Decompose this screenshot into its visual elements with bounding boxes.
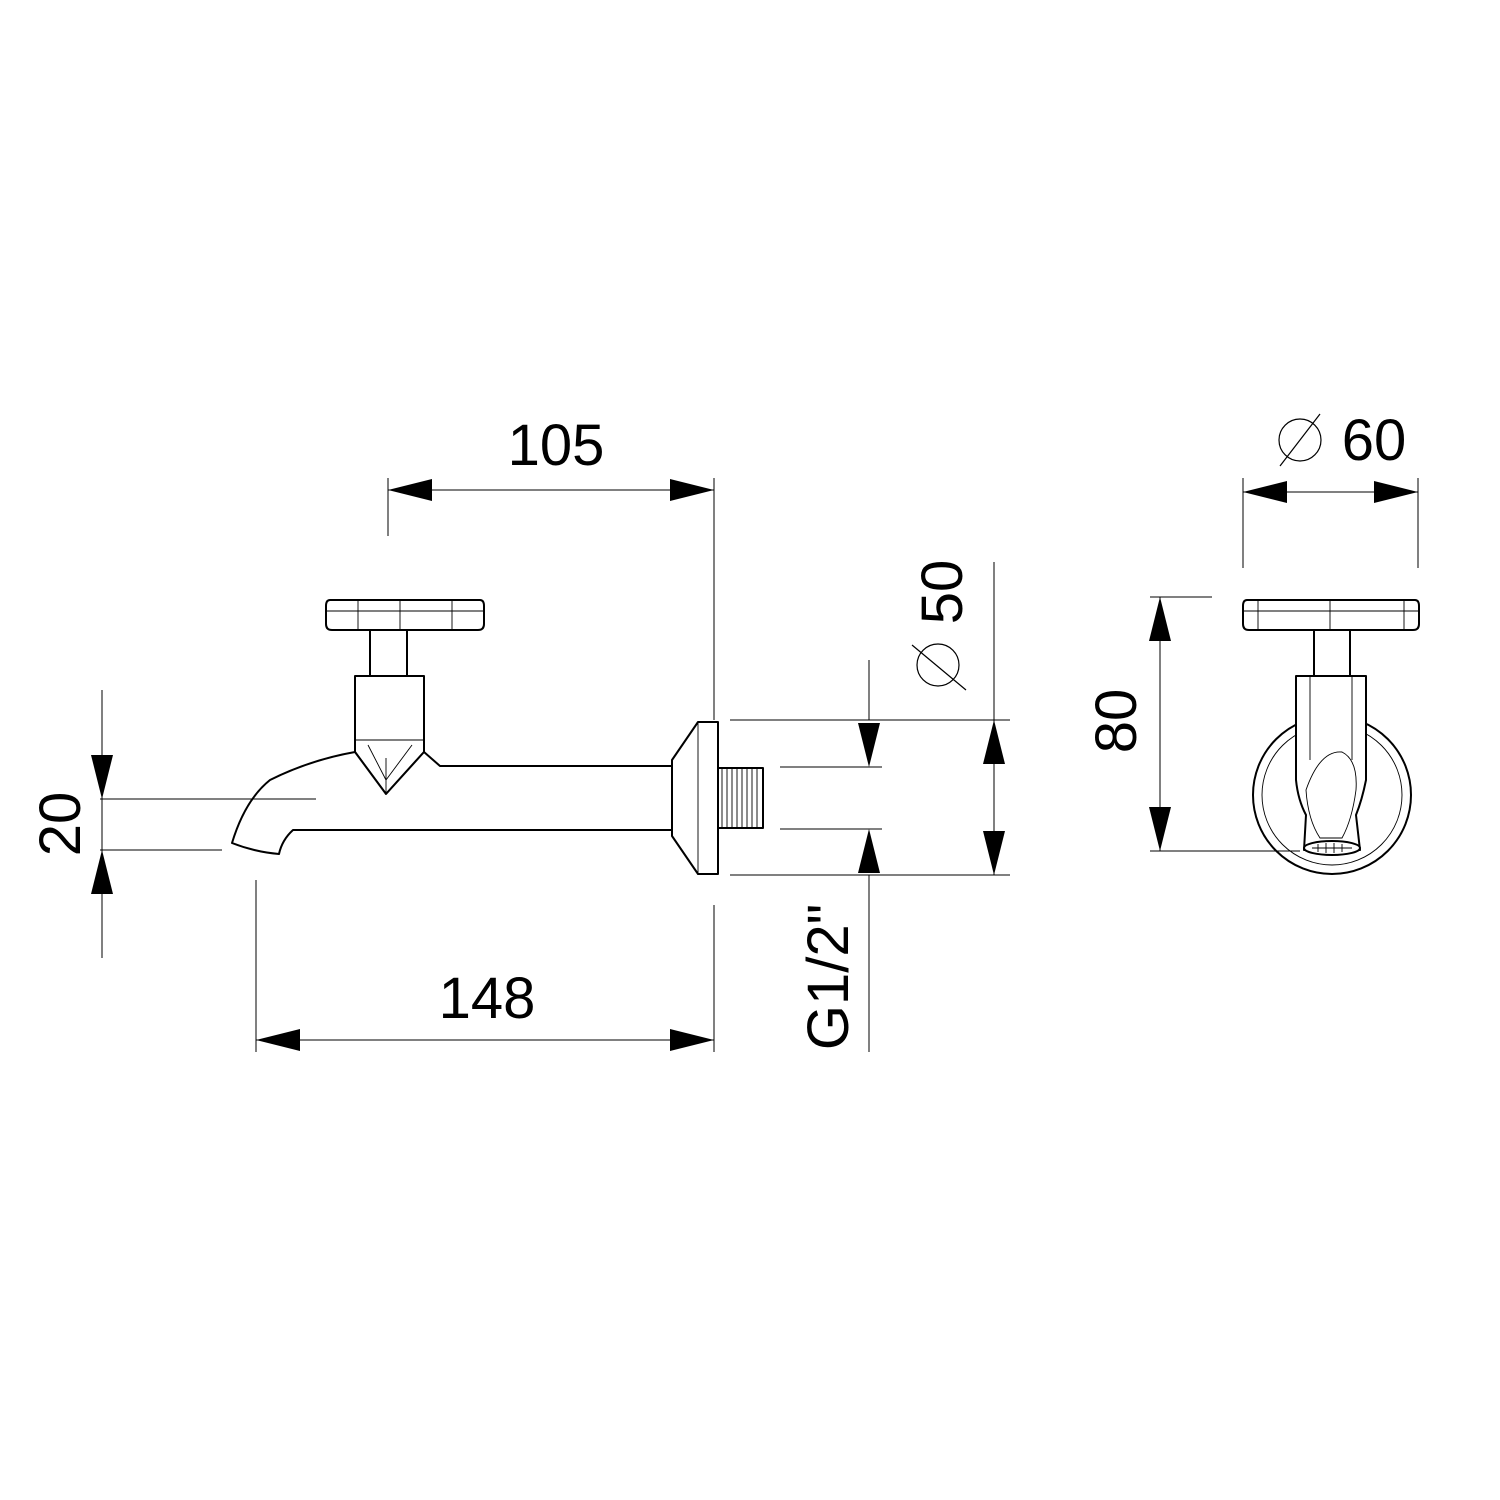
- label-g12: G1/2": [796, 904, 861, 1050]
- label-50: 50: [910, 560, 975, 625]
- label-80: 80: [1084, 689, 1149, 754]
- dimension-diameter-60: 60: [1243, 408, 1418, 503]
- diameter-symbol-60: [1278, 413, 1322, 467]
- label-20: 20: [28, 792, 93, 857]
- side-thread: [717, 767, 764, 829]
- dimension-diameter-50: 50: [910, 560, 1005, 875]
- front-valve-body: [1295, 675, 1367, 851]
- side-spout-pipe: [231, 751, 673, 855]
- label-148: 148: [439, 966, 536, 1031]
- label-60: 60: [1342, 408, 1407, 473]
- side-extension-lines: [100, 478, 1010, 1052]
- dimension-thread-g12: G1/2": [796, 723, 880, 1050]
- front-view: 60 80: [1084, 408, 1420, 875]
- side-wall-flange: [671, 721, 719, 875]
- side-stem: [369, 629, 408, 677]
- front-stem: [1313, 629, 1351, 677]
- side-view: 105 148 20 50: [28, 413, 1010, 1052]
- front-handle: [1242, 599, 1420, 631]
- side-handle: [325, 599, 485, 631]
- dimension-148: 148: [256, 966, 714, 1051]
- label-105: 105: [508, 413, 605, 478]
- dimension-80: 80: [1084, 597, 1171, 851]
- dimension-105: 105: [388, 413, 714, 501]
- dimension-20: 20: [28, 690, 113, 958]
- diameter-symbol-50: [911, 643, 967, 691]
